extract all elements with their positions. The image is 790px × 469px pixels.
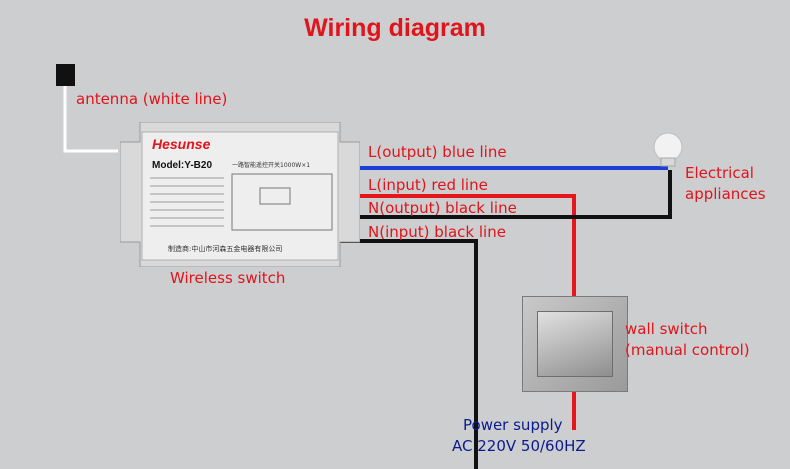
wall-switch <box>522 296 628 392</box>
device-sub-label: 一路智能遥控开关1000W×1 <box>232 162 311 169</box>
electrical-label-1: Electrical <box>685 164 754 182</box>
power-supply-label-1: Power supply <box>463 416 563 434</box>
device-model: Model:Y-B20 <box>152 160 213 171</box>
electrical-label-2: appliances <box>685 185 766 203</box>
antenna-tip <box>56 64 75 86</box>
bulb-icon <box>653 132 683 167</box>
n-output-label: N(output) black line <box>368 199 517 217</box>
black-output-wire <box>330 170 672 219</box>
wireless-switch-label: Wireless switch <box>170 269 286 287</box>
power-supply-label-2: AC 220V 50/60HZ <box>452 437 586 455</box>
l-output-label: L(output) blue line <box>368 143 507 161</box>
black-input-wire <box>330 239 478 469</box>
l-input-label: L(input) red line <box>368 176 488 194</box>
diagram-title: Wiring diagram <box>304 14 486 42</box>
device-brand: Hesunse <box>152 136 211 152</box>
antenna-label: antenna (white line) <box>76 90 228 108</box>
wall-switch-rocker <box>537 311 613 377</box>
n-input-label: N(input) black line <box>368 223 506 241</box>
antenna-wire <box>63 86 118 153</box>
wall-switch-label-2: (manual control) <box>625 341 750 359</box>
wireless-switch-device: Hesunse Model:Y-B20 一路智能遥控开关1000W×1 制造商:… <box>120 122 360 267</box>
wall-switch-label-1: wall switch <box>625 320 708 338</box>
red-wire-top <box>330 194 576 300</box>
device-footer: 制造商:中山市河森五金电器有限公司 <box>168 245 283 253</box>
